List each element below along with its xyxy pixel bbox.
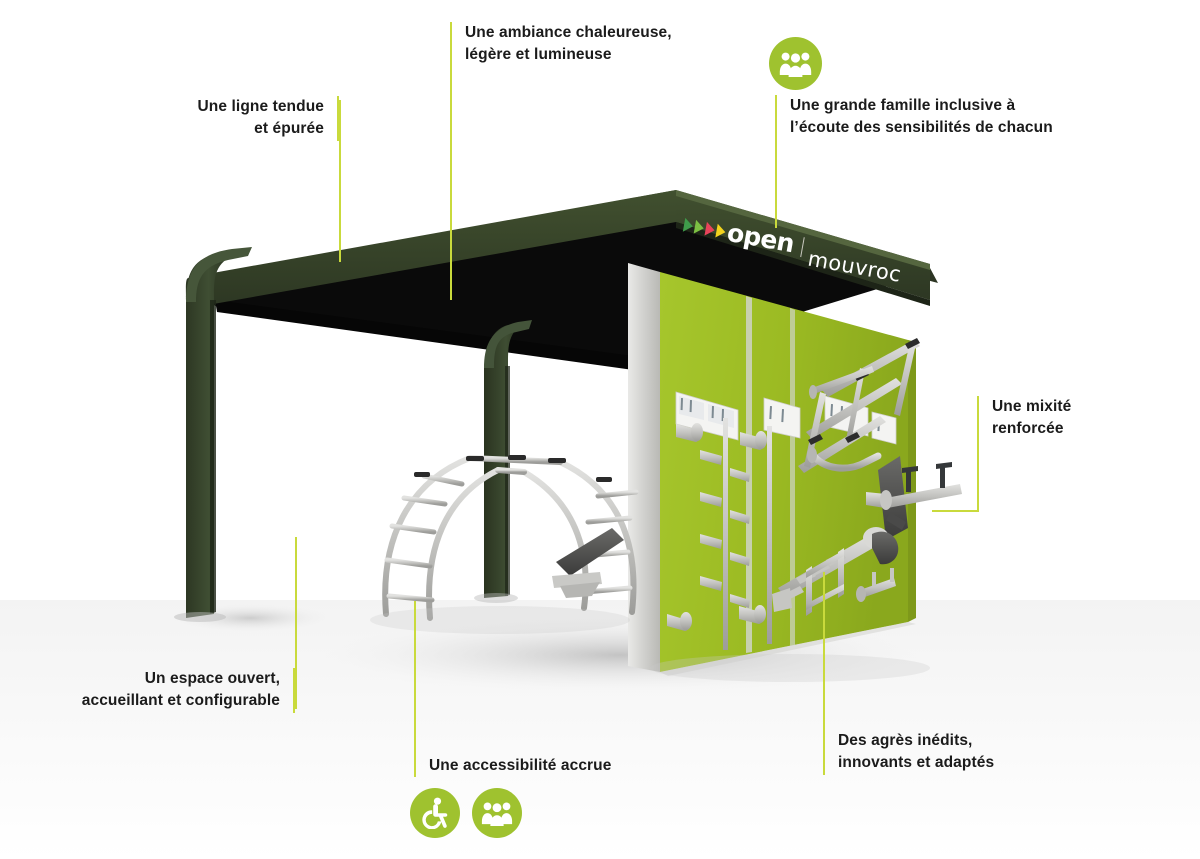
family-group-icon-bottom bbox=[472, 788, 522, 838]
callout-accessibilite: Une accessibilité accrue bbox=[414, 755, 644, 778]
callout-famille: Une grande famille inclusive à l’écoute … bbox=[775, 95, 1095, 140]
leader-line-agres bbox=[823, 572, 825, 732]
callout-agres: Des agrès inédits, innovants et adaptés bbox=[823, 730, 1043, 775]
leader-line-ligne-tendue bbox=[339, 100, 341, 262]
wheelchair-icon bbox=[410, 788, 460, 838]
people-glyph bbox=[481, 802, 513, 826]
callout-ligne-tendue: Une ligne tendue et épurée bbox=[155, 96, 339, 141]
leader-line-espace-ouvert bbox=[295, 537, 297, 709]
callout-mixite: Une mixité renforcée bbox=[977, 396, 1107, 441]
leader-line-famille bbox=[775, 100, 777, 228]
leader-line-mixite-vert bbox=[977, 396, 979, 512]
leader-line-ambiance bbox=[450, 22, 452, 300]
wheelchair-glyph bbox=[422, 797, 448, 829]
family-group-icon-top bbox=[769, 37, 822, 90]
callout-espace-ouvert: Un espace ouvert, accueillant et configu… bbox=[50, 668, 295, 713]
people-glyph bbox=[779, 52, 812, 77]
leader-line-mixite-horiz bbox=[932, 510, 979, 512]
callout-ambiance: Une ambiance chaleureuse, légère et lumi… bbox=[450, 22, 710, 67]
leader-line-accessibilite bbox=[414, 601, 416, 759]
